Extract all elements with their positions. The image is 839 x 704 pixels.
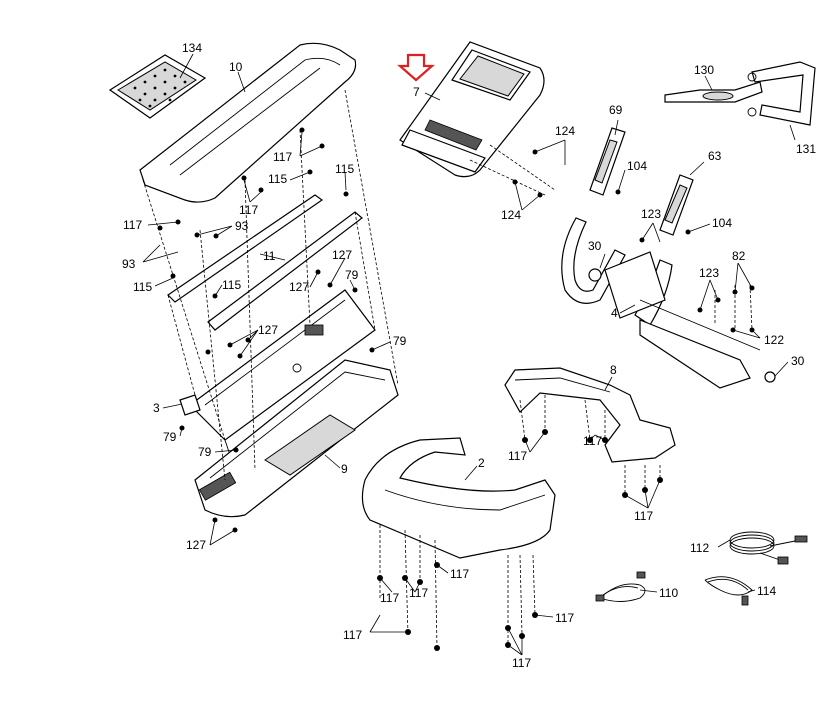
callout-115-c: 115 bbox=[133, 280, 153, 294]
callout-104-top: 104 bbox=[627, 159, 648, 173]
callout-115-b: 115 bbox=[335, 162, 355, 176]
callout-127-d: 127 bbox=[186, 538, 207, 552]
callout-117-a: 117 bbox=[273, 150, 293, 164]
callout-11: 11 bbox=[263, 249, 276, 263]
callout-114: 114 bbox=[757, 584, 777, 598]
part-114-cord bbox=[704, 576, 753, 606]
callout-127-a: 127 bbox=[289, 280, 310, 294]
callout-79-d: 79 bbox=[198, 445, 212, 459]
callout-130: 130 bbox=[694, 63, 715, 77]
callout-117-f: 117 bbox=[634, 509, 654, 523]
callout-4: 4 bbox=[611, 306, 618, 320]
part-130-131-chest-strap bbox=[664, 61, 816, 126]
callout-124-top: 124 bbox=[555, 124, 576, 138]
part-4-upright bbox=[561, 217, 776, 389]
callout-79-c: 79 bbox=[163, 430, 177, 444]
callout-82: 82 bbox=[732, 249, 746, 263]
callout-117-c: 117 bbox=[123, 218, 143, 232]
down-arrow-icon bbox=[397, 53, 435, 82]
callout-117-d: 117 bbox=[508, 449, 528, 463]
part-10-top-cover bbox=[139, 42, 357, 203]
callout-117-b: 117 bbox=[239, 203, 259, 217]
part-112-power-cord bbox=[729, 531, 808, 565]
callout-30-b: 30 bbox=[791, 354, 805, 368]
callout-69: 69 bbox=[609, 103, 623, 117]
callout-117-j: 117 bbox=[343, 628, 363, 642]
callout-112: 112 bbox=[690, 541, 710, 555]
part-7-console bbox=[399, 41, 545, 178]
callout-79-a: 79 bbox=[345, 268, 359, 282]
callout-117-i: 117 bbox=[409, 586, 429, 600]
callout-117-h: 117 bbox=[380, 591, 400, 605]
callout-134: 134 bbox=[182, 41, 203, 55]
callout-10: 10 bbox=[229, 60, 243, 74]
callout-79-b: 79 bbox=[393, 334, 407, 348]
callout-122: 122 bbox=[764, 333, 785, 347]
callout-30-a: 30 bbox=[588, 239, 602, 253]
callout-93-b: 93 bbox=[122, 257, 136, 271]
callout-9: 9 bbox=[341, 462, 348, 476]
callout-127-c: 127 bbox=[258, 323, 279, 337]
callout-117-k: 117 bbox=[555, 611, 575, 625]
callout-110: 110 bbox=[659, 586, 679, 600]
callout-93-a: 93 bbox=[235, 219, 249, 233]
leader-lines bbox=[142, 53, 796, 656]
callout-7: 7 bbox=[413, 85, 420, 99]
callout-3: 3 bbox=[153, 401, 160, 415]
callout-123-a: 123 bbox=[641, 207, 662, 221]
callout-2: 2 bbox=[478, 456, 485, 470]
callout-115-a: 115 bbox=[268, 172, 288, 186]
callout-124-bottom: 124 bbox=[501, 208, 522, 222]
part-110-cord bbox=[595, 571, 646, 602]
callout-117-l: 117 bbox=[512, 656, 532, 670]
callout-115-d: 115 bbox=[222, 278, 242, 292]
part-11-crossbar bbox=[167, 194, 363, 331]
callout-117-g: 117 bbox=[450, 567, 470, 581]
callout-117-e: 117 bbox=[583, 434, 603, 448]
part-8-motor-hood bbox=[504, 367, 676, 463]
callout-123-b: 123 bbox=[699, 266, 720, 280]
part-69-grip bbox=[589, 127, 626, 196]
part-2-tray bbox=[361, 437, 556, 559]
callout-8: 8 bbox=[610, 363, 617, 377]
part-3-frame bbox=[179, 289, 376, 456]
callout-127-b: 127 bbox=[332, 248, 353, 262]
callout-104-bottom: 104 bbox=[712, 216, 733, 230]
callout-63: 63 bbox=[708, 149, 722, 163]
part-9-base bbox=[194, 359, 399, 518]
part-134-pad bbox=[108, 54, 207, 119]
callout-131: 131 bbox=[796, 142, 817, 156]
part-63-grip bbox=[659, 174, 694, 236]
